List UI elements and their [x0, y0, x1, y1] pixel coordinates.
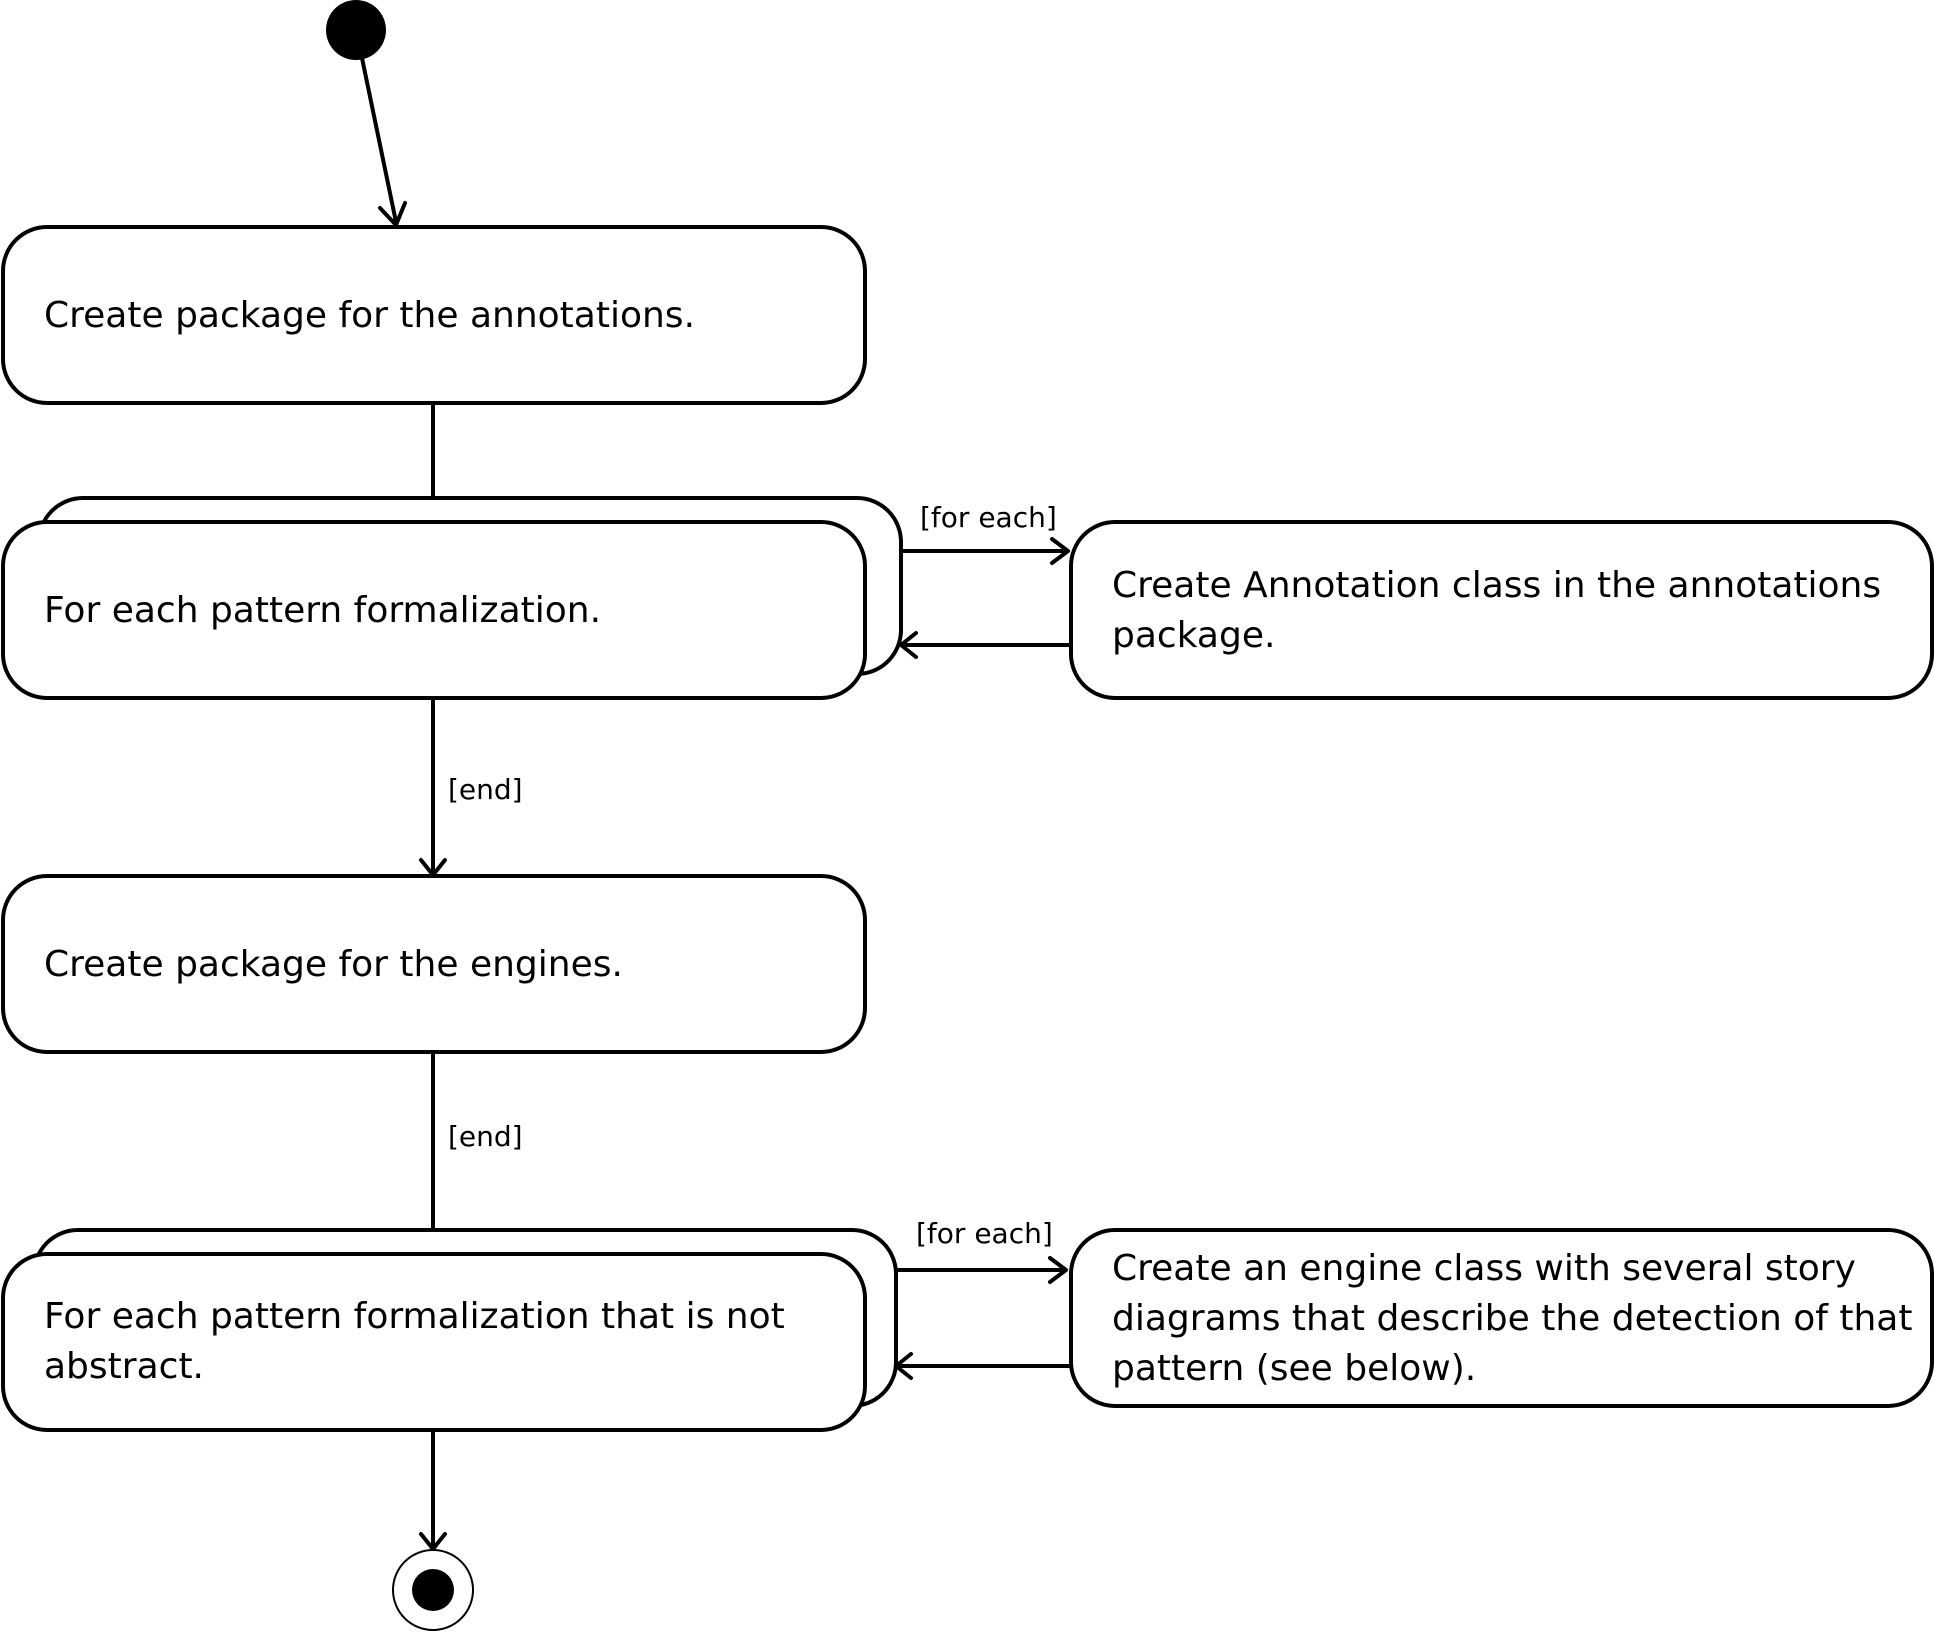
edge-foreach-nonabstract-to-final	[419, 1430, 447, 1551]
text-line: For each pattern formalization.	[44, 590, 601, 631]
edge-foreach-to-engines-pkg	[419, 698, 447, 877]
expansion-foreach-nonabstract-formalization: For each pattern formalization that is n…	[1, 1228, 898, 1432]
text-line: pattern (see below).	[1112, 1348, 1476, 1389]
expansion-foreach-nonabstract-formalization-text: For each pattern formalization that is n…	[44, 1296, 796, 1387]
action-create-annotations-package: Create package for the annotations.	[1, 225, 867, 405]
edge-annotation-class-to-foreach	[899, 631, 1071, 659]
final-node	[392, 1549, 474, 1631]
guard-for-each-1: [for each]	[920, 501, 1057, 534]
edge-engine-class-to-foreach-nonabstract	[894, 1352, 1071, 1380]
guard-end-1: [end]	[448, 773, 523, 806]
expansion-foreach-pattern-formalization: For each pattern formalization.	[1, 496, 903, 700]
edge-foreach-to-annotation-class	[901, 537, 1070, 565]
expansion-foreach-pattern-formalization-text: For each pattern formalization.	[44, 590, 601, 631]
text-line: Create an engine class with several stor…	[1112, 1248, 1856, 1289]
edge-initial-to-annotations-pkg	[360, 57, 407, 227]
action-create-engines-package: Create package for the engines.	[1, 874, 867, 1054]
edge-foreach-nonabstract-to-engine-class	[896, 1256, 1068, 1284]
action-create-engines-package-text: Create package for the engines.	[44, 944, 623, 985]
text-line: Create Annotation class in the annotatio…	[1112, 565, 1881, 606]
text-line: abstract.	[44, 1346, 204, 1387]
action-create-engine-class: Create an engine class with several stor…	[1069, 1228, 1934, 1408]
text-line: diagrams that describe the detection of …	[1112, 1298, 1912, 1339]
text-line: package.	[1112, 615, 1275, 656]
guard-for-each-2: [for each]	[916, 1217, 1053, 1250]
text-line: For each pattern formalization that is n…	[44, 1296, 785, 1337]
text-line: Create package for the engines.	[44, 944, 623, 985]
initial-node	[326, 0, 386, 60]
action-create-annotations-package-text: Create package for the annotations.	[44, 295, 695, 336]
action-create-engine-class-text: Create an engine class with several stor…	[1112, 1248, 1924, 1389]
edge-engines-pkg-to-foreach-nonabstract	[419, 1052, 447, 1256]
guard-end-2: [end]	[448, 1120, 523, 1153]
action-create-annotation-class: Create Annotation class in the annotatio…	[1069, 520, 1934, 700]
text-line: Create package for the annotations.	[44, 295, 695, 336]
action-create-annotation-class-text: Create Annotation class in the annotatio…	[1112, 565, 1893, 656]
